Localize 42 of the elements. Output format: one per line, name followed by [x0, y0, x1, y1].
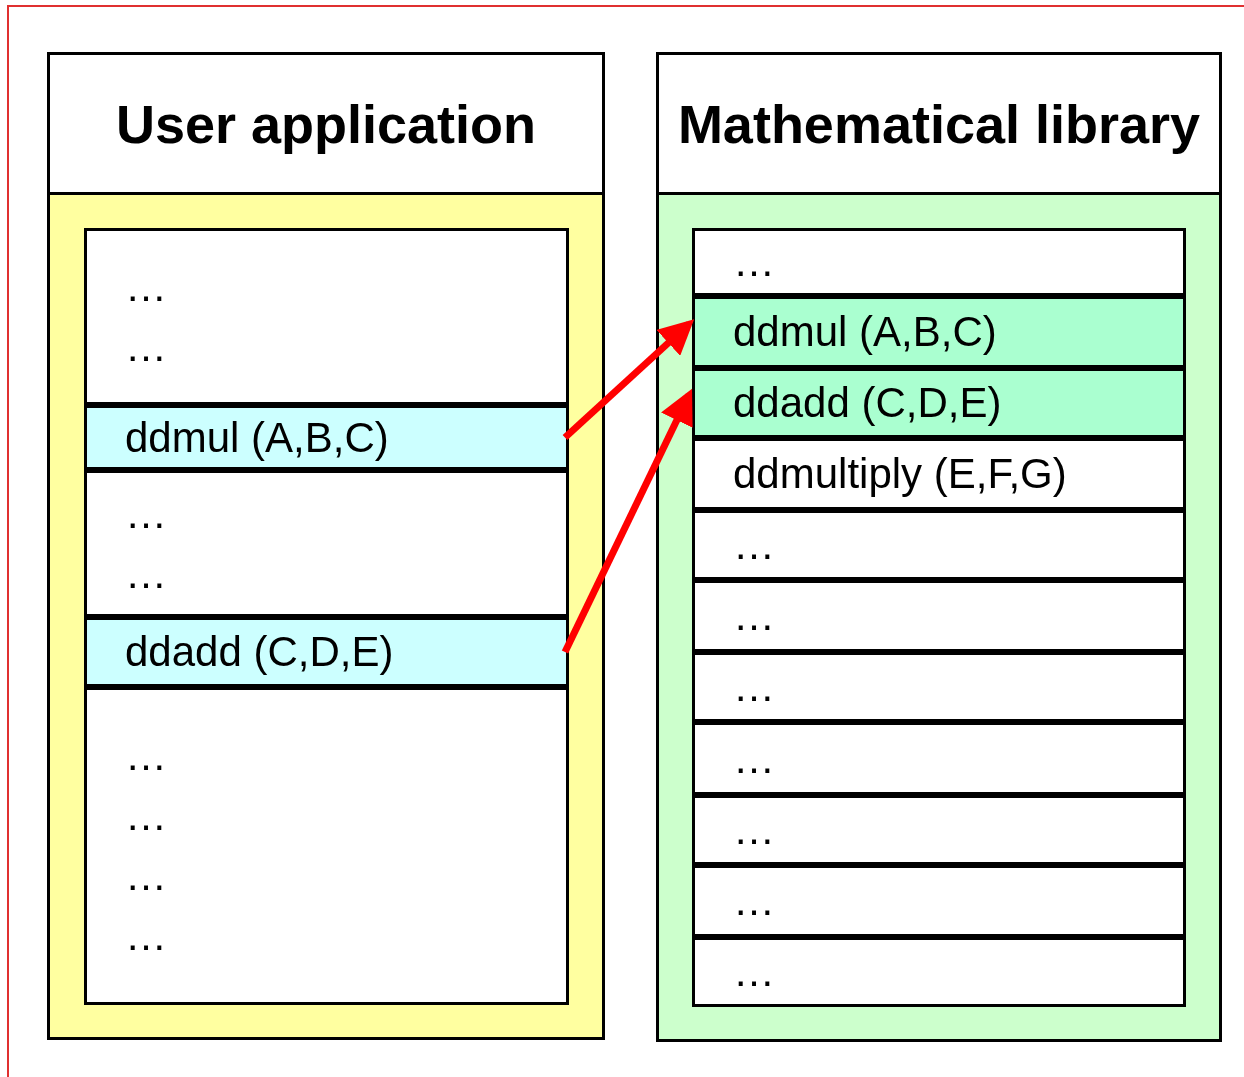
list-row [692, 438, 1186, 510]
list-row [692, 795, 1186, 865]
row-text: … [125, 731, 168, 781]
row-text: … [733, 237, 776, 287]
row-text: … [733, 733, 776, 784]
row-text: … [125, 911, 168, 961]
list-row [84, 405, 569, 470]
panel [47, 52, 605, 1040]
row-text: … [733, 591, 776, 641]
row-text: … [733, 876, 776, 926]
list-row [692, 510, 1186, 580]
list-row [692, 228, 1186, 296]
row-text: … [733, 520, 776, 570]
row-text: ddadd (C,D,E) [125, 627, 395, 677]
panel-title: User application [114, 92, 538, 156]
arrow [561, 388, 693, 654]
list-row [692, 580, 1186, 652]
row-text: … [125, 851, 168, 901]
list-row [692, 652, 1186, 722]
row-text: ddmul (A,B,C) [125, 412, 390, 463]
list-row [692, 296, 1186, 368]
row-text: … [125, 548, 168, 599]
list-row [84, 617, 569, 687]
row-text: … [733, 662, 776, 712]
row-text: … [733, 947, 776, 997]
row-text: … [125, 261, 168, 312]
list-row [84, 228, 569, 405]
list-row [84, 687, 569, 1005]
row-text: … [125, 488, 168, 539]
row-text: … [125, 321, 168, 372]
row-text: ddadd (C,D,E) [733, 378, 1003, 428]
list-row [692, 722, 1186, 795]
row-text: ddmul (A,B,C) [733, 307, 998, 357]
row-text: … [125, 791, 168, 841]
list-row [692, 865, 1186, 937]
panel [656, 52, 1222, 1042]
list-row [692, 937, 1186, 1007]
panel-title: Mathematical library [676, 92, 1202, 156]
list-row [84, 470, 569, 617]
list-row [692, 368, 1186, 438]
row-text: … [733, 805, 776, 855]
row-text: ddmultiply (E,F,G) [733, 449, 1068, 499]
